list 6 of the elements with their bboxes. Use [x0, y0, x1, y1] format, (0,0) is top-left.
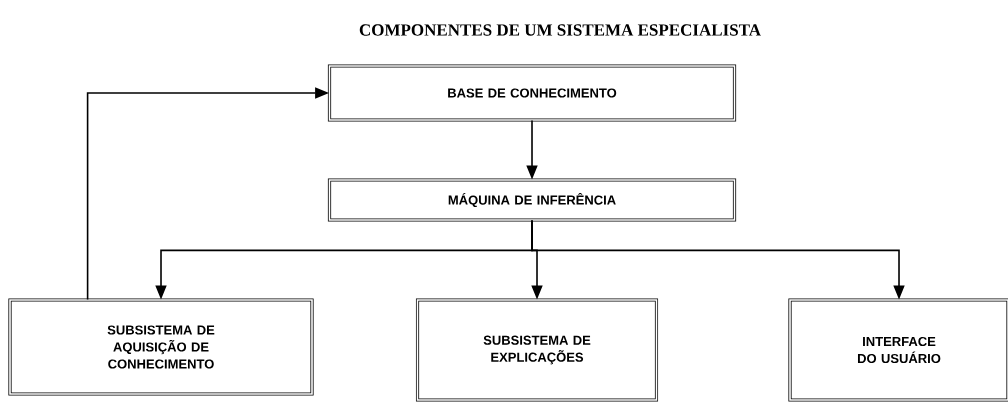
text-box: BASE DE CONHECIMENTO: [327, 64, 737, 122]
title: COMPONENTES DE UM SISTEMA ESPECIALISTA: [359, 24, 761, 36]
text-box: SUBSISTEMA DE AQUISIÇÃO DE CONHECIMENTO: [8, 298, 314, 396]
text-box: SUBSISTEMA DE EXPLICAÇÕES: [415, 298, 659, 402]
text-box: INTERFACE DO USUÁRIO: [788, 298, 1008, 402]
text-box: MÁQUINA DE INFERÊNCIA: [327, 178, 737, 222]
